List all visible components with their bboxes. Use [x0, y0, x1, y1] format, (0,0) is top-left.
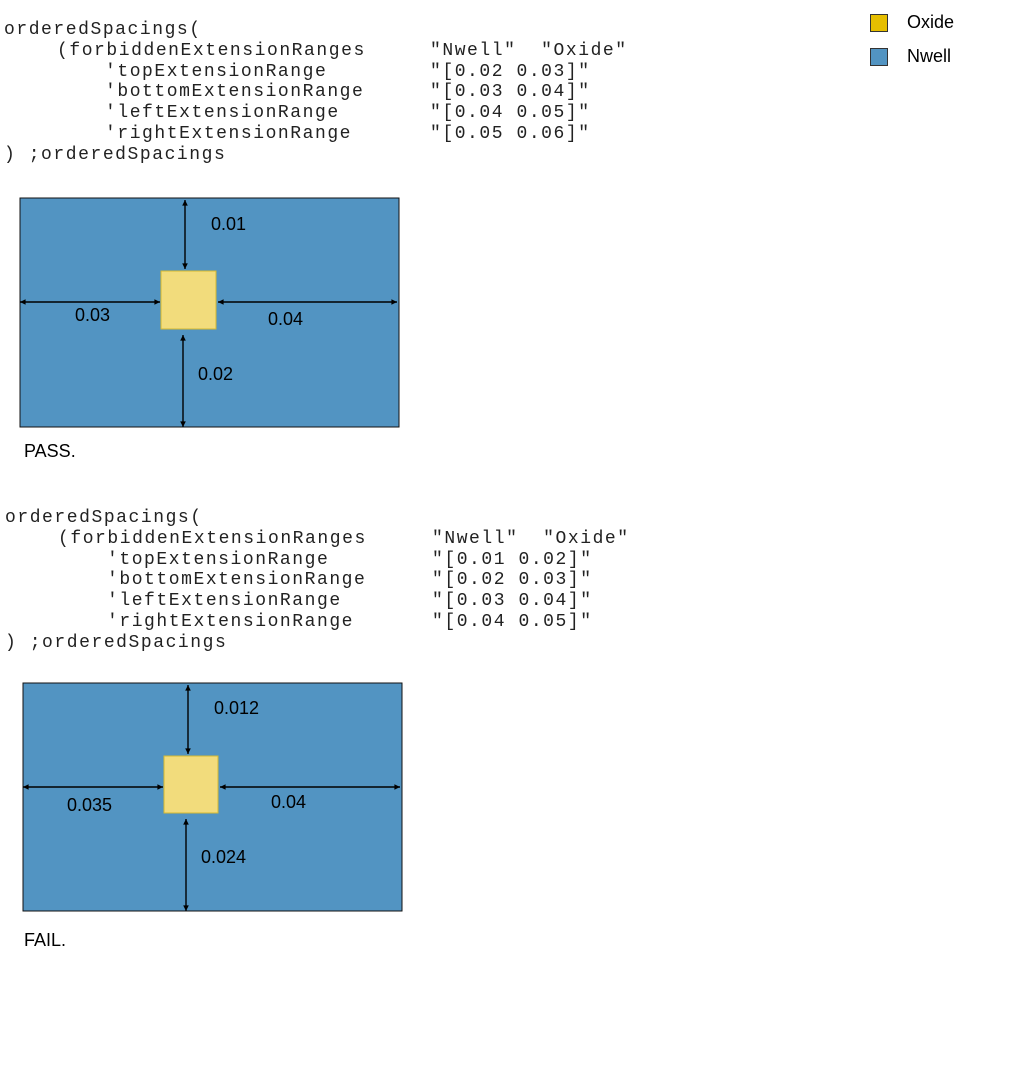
code-close: ) ;orderedSpacings — [5, 632, 228, 653]
oxide-shape — [160, 270, 217, 330]
nwell-swatch — [870, 48, 888, 66]
code-key: 'bottomExtensionRange — [105, 82, 365, 103]
code-key: 'leftExtensionRange — [107, 591, 342, 612]
code-close: ) ;orderedSpacings — [4, 144, 227, 165]
verdict-fail: FAIL. — [24, 930, 67, 950]
code-val: "[0.02 0.03]" — [432, 570, 593, 591]
code-header-key: (forbiddenExtensionRanges — [57, 40, 366, 61]
measure-bottom: 0.024 — [201, 847, 247, 867]
verdict-pass: PASS. — [24, 441, 76, 461]
measure-top: 0.01 — [211, 214, 247, 234]
measure-bottom: 0.02 — [198, 364, 234, 384]
oxide-swatch — [870, 14, 888, 32]
code-key: 'topExtensionRange — [107, 549, 330, 570]
code-open: orderedSpacings( — [4, 20, 202, 40]
code-val: "[0.01 0.02]" — [432, 549, 593, 570]
measure-right: 0.04 — [268, 309, 304, 329]
measure-right: 0.04 — [271, 792, 307, 812]
code-key: 'leftExtensionRange — [105, 103, 340, 124]
code-key: 'topExtensionRange — [105, 61, 328, 82]
code-val: "[0.05 0.06]" — [430, 124, 591, 144]
code-open: orderedSpacings( — [5, 508, 203, 528]
diagram-fail — [22, 682, 403, 912]
code-val: "[0.02 0.03]" — [430, 61, 591, 82]
code-key: 'rightExtensionRange — [107, 612, 355, 632]
code-val: "[0.04 0.05]" — [430, 103, 591, 124]
code-val: "[0.03 0.04]" — [430, 82, 591, 103]
legend-label-oxide: Oxide — [907, 12, 955, 32]
oxide-shape — [163, 755, 219, 814]
code-header-val: "Nwell" "Oxide" — [432, 528, 630, 549]
code-val: "[0.03 0.04]" — [432, 591, 593, 612]
code-header-val: "Nwell" "Oxide" — [430, 40, 628, 61]
code-block-2: orderedSpacings( (forbiddenExtensionRang… — [0, 508, 628, 778]
code-header-key: (forbiddenExtensionRanges — [58, 528, 367, 549]
measure-top: 0.012 — [214, 698, 260, 718]
code-key: 'rightExtensionRange — [105, 124, 353, 144]
code-block-1: orderedSpacings( (forbiddenExtensionRang… — [0, 20, 626, 290]
diagram-pass — [19, 197, 400, 428]
legend-label-nwell: Nwell — [907, 46, 952, 66]
measure-left: 0.035 — [67, 795, 113, 815]
code-val: "[0.04 0.05]" — [432, 612, 593, 632]
code-key: 'bottomExtensionRange — [107, 570, 367, 591]
measure-left: 0.03 — [75, 305, 111, 325]
